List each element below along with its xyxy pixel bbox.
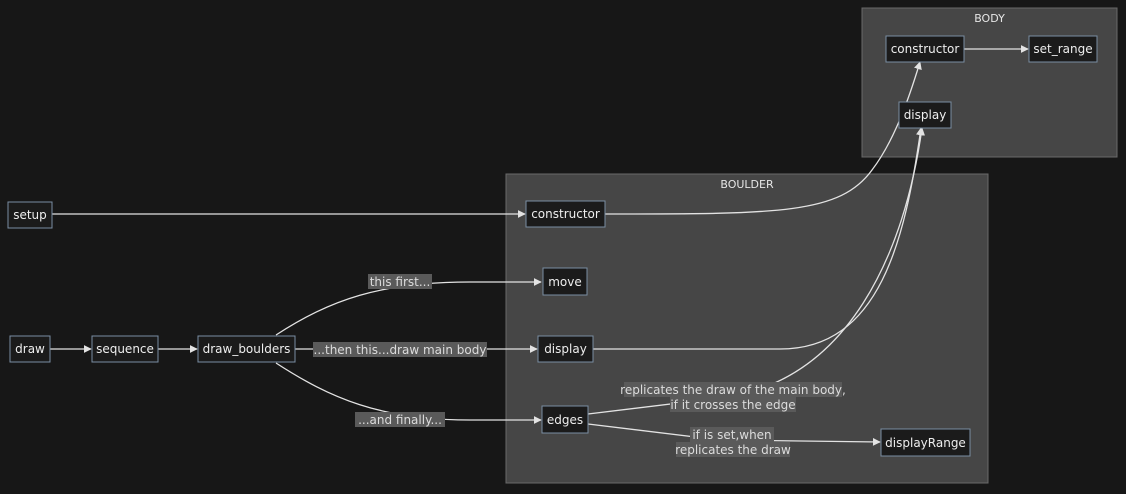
label-if-set-line1: if is set,when [692, 428, 771, 442]
node-draw-boulders[interactable]: draw_boulders [197, 335, 296, 363]
node-sequence-label: sequence [96, 342, 154, 356]
node-draw-boulders-label: draw_boulders [203, 342, 291, 356]
edge-labels: this first... ...then this...draw main b… [313, 274, 846, 457]
label-and-finally: ...and finally... [358, 413, 442, 427]
node-body-set-range-label: set_range [1033, 42, 1092, 56]
node-body-constructor[interactable]: constructor [885, 35, 965, 63]
body-cluster-title: BODY [974, 12, 1005, 25]
node-body-display-label: display [904, 108, 947, 122]
node-boulder-edges-label: edges [547, 413, 583, 427]
edge-draw-boulders-to-edges [275, 362, 542, 424]
label-this-first: this first... [370, 275, 431, 289]
node-boulder-constructor-label: constructor [531, 207, 600, 221]
edge-draw-boulders-to-move [275, 278, 542, 336]
label-then-this: ...then this...draw main body [314, 343, 487, 357]
nodes: setup draw sequence draw_boulders constr… [7, 35, 1098, 457]
label-if-set-line2: replicates the draw [675, 443, 791, 457]
node-boulder-display-range-label: displayRange [885, 436, 966, 450]
body-cluster: BODY [861, 7, 1118, 158]
label-replicates-line1: replicates the draw of the main body, [620, 383, 846, 397]
node-setup-label: setup [13, 208, 47, 222]
node-boulder-display[interactable]: display [537, 335, 594, 363]
node-sequence[interactable]: sequence [91, 335, 159, 363]
node-body-set-range[interactable]: set_range [1028, 35, 1098, 63]
node-boulder-constructor[interactable]: constructor [525, 200, 606, 228]
label-replicates-line2: if it crosses the edge [670, 398, 795, 412]
node-setup[interactable]: setup [7, 201, 53, 229]
node-boulder-move[interactable]: move [542, 267, 588, 296]
node-boulder-display-range[interactable]: displayRange [880, 428, 971, 457]
boulder-cluster-title: BOULDER [720, 178, 774, 191]
node-boulder-display-label: display [544, 342, 587, 356]
node-draw-label: draw [15, 342, 45, 356]
node-body-constructor-label: constructor [891, 42, 960, 56]
node-boulder-move-label: move [548, 275, 582, 289]
node-boulder-edges[interactable]: edges [541, 405, 589, 434]
node-draw[interactable]: draw [9, 335, 51, 363]
node-body-display[interactable]: display [898, 101, 952, 129]
